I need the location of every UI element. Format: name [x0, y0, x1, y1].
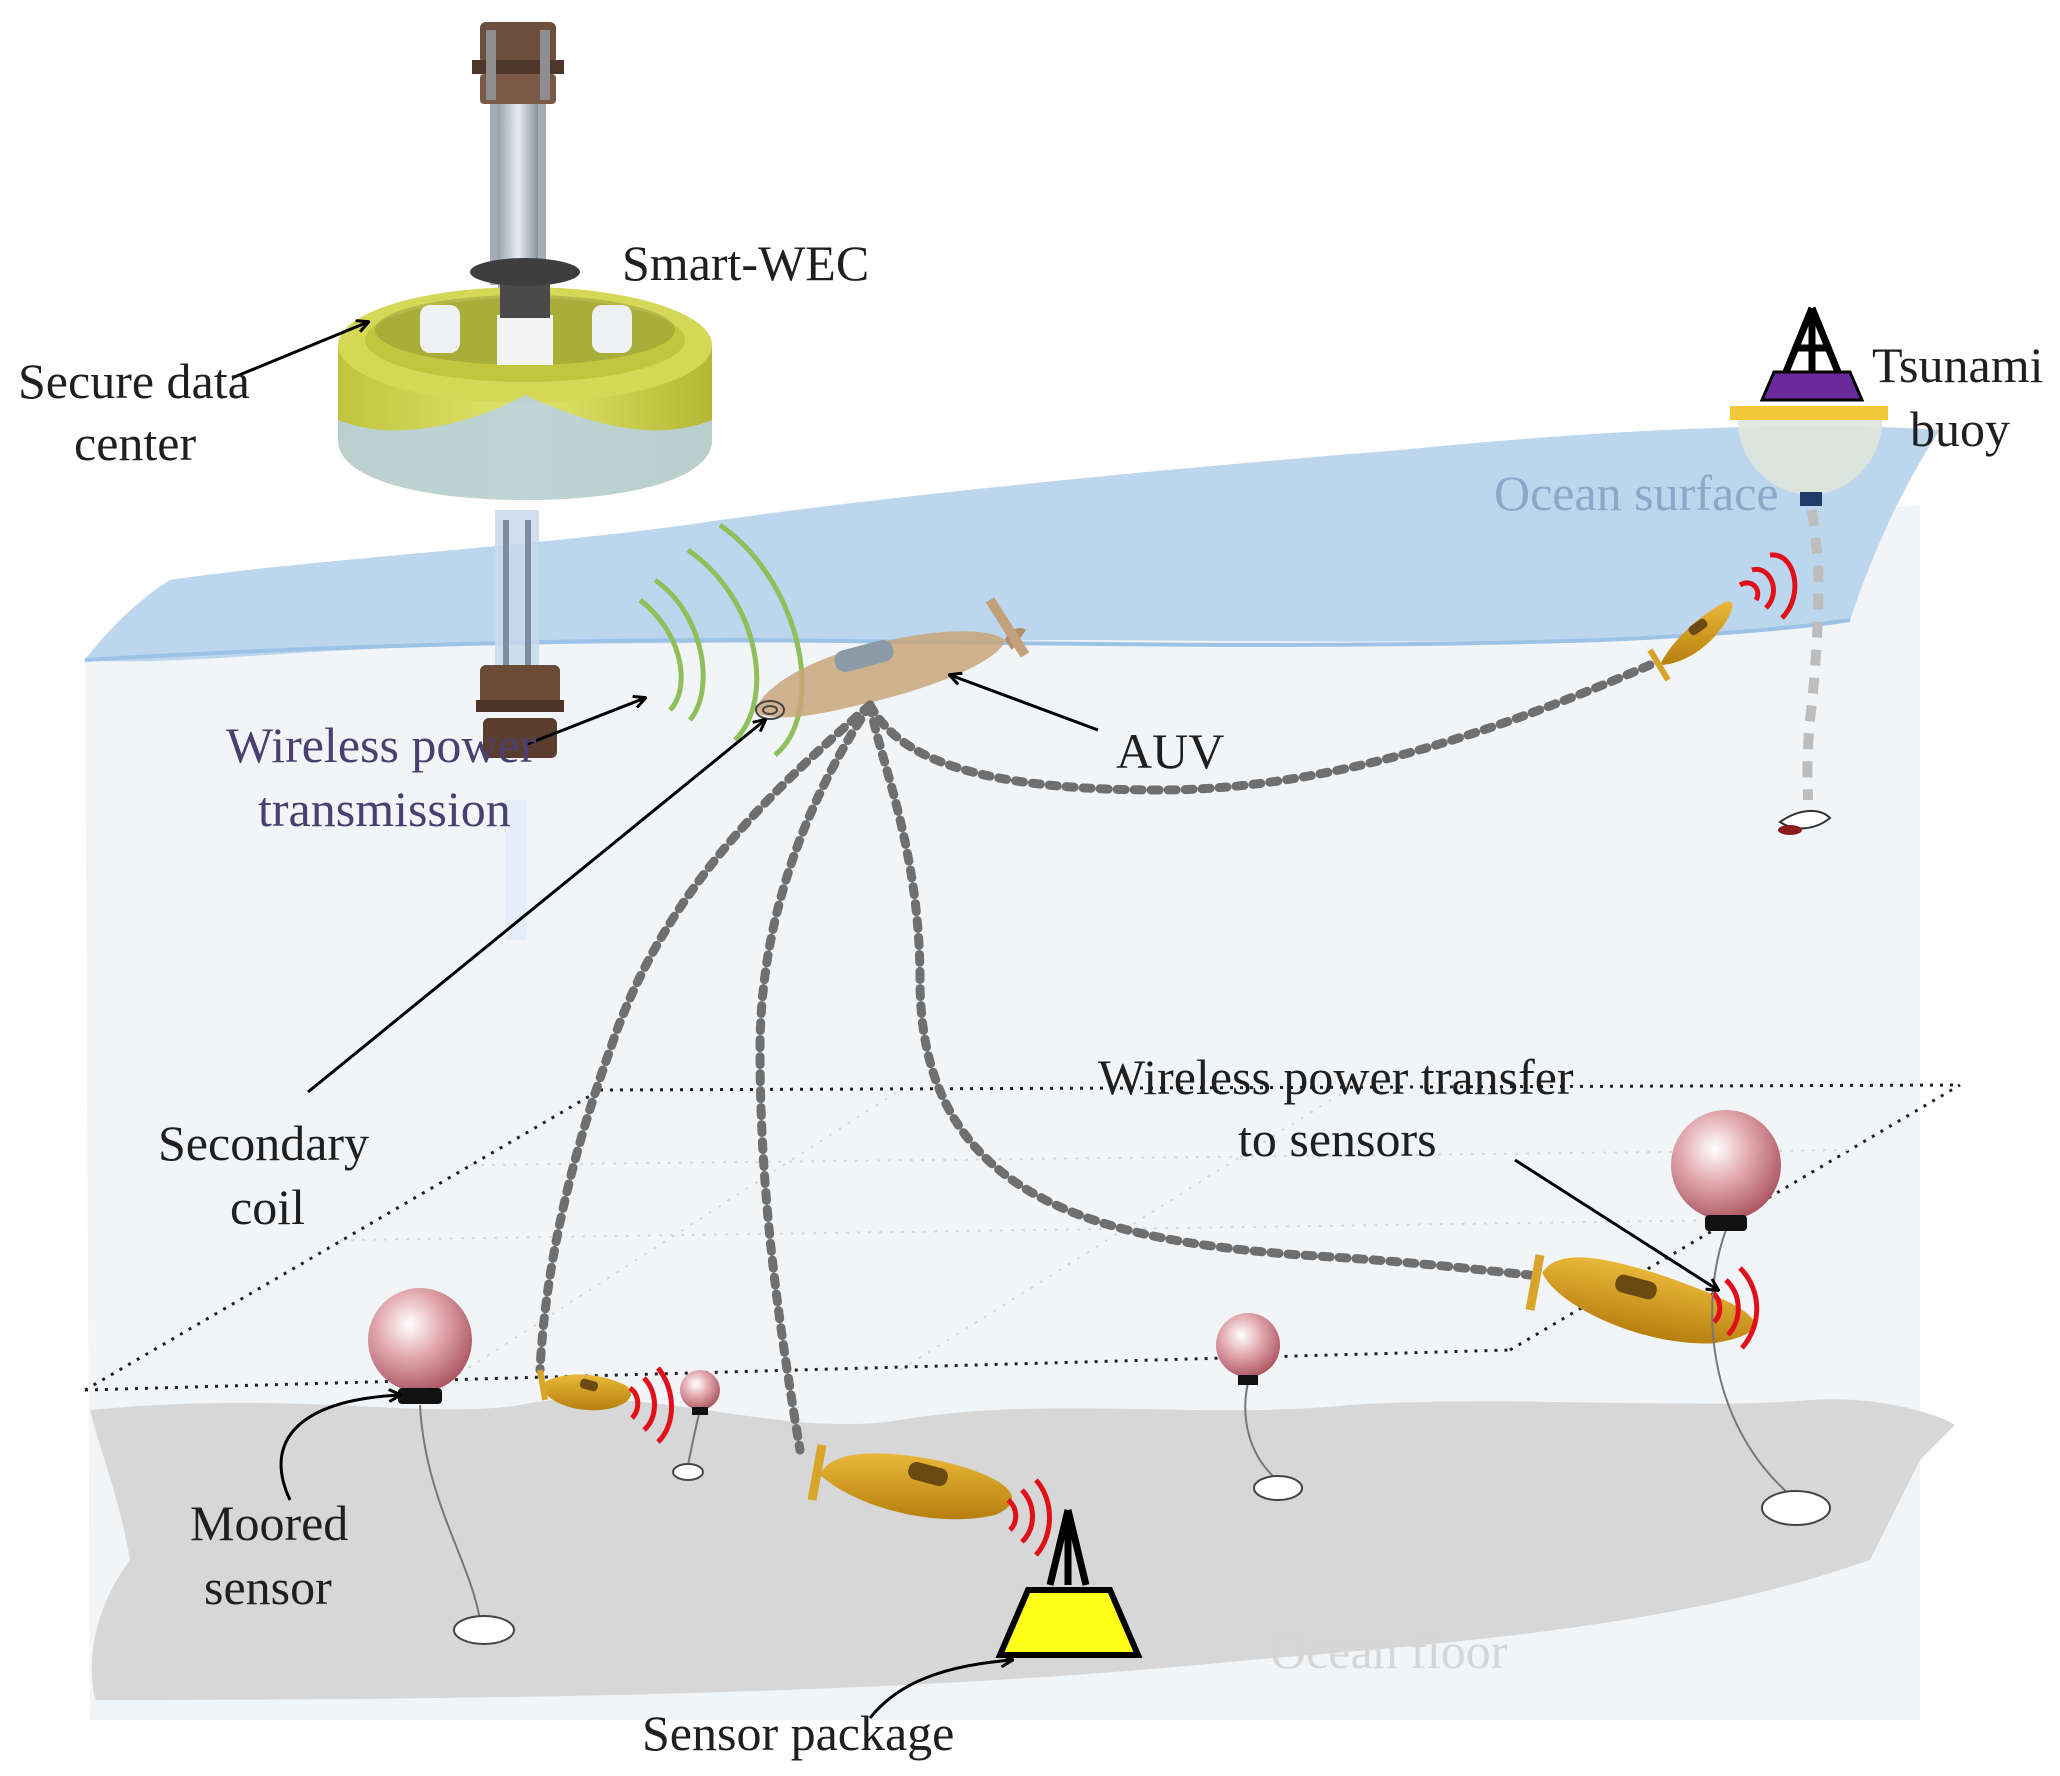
tsunami-auv	[1647, 601, 1733, 682]
tsunami-signal	[1738, 552, 1798, 620]
arrow-secondary-coil	[307, 720, 765, 1094]
label-wireless-transfer-2: to sensors	[1238, 1111, 1437, 1167]
label-wireless-power-1: Wireless power	[226, 717, 537, 773]
label-moored-sensor-1: Moored	[190, 1495, 348, 1551]
label-tsunami-buoy-1: Tsunami	[1872, 337, 2043, 393]
floor-signal	[1006, 1478, 1052, 1557]
label-secondary-coil-2: coil	[230, 1179, 305, 1235]
moored-sensor-small	[672, 1370, 720, 1481]
label-ocean-floor: Ocean floor	[1270, 1623, 1508, 1679]
label-sensor-package: Sensor package	[642, 1705, 954, 1761]
ocean-surface-water	[85, 426, 1940, 662]
floor-auv	[807, 1444, 1013, 1520]
label-tsunami-buoy-2: buoy	[1910, 401, 2010, 457]
tsunami-buoy	[1730, 306, 1888, 835]
auv-path-to-tsunami-auv	[865, 660, 1655, 795]
label-wireless-power-2: transmission	[258, 781, 511, 837]
label-smart-wec: Smart-WEC	[622, 235, 869, 291]
left-auv	[537, 1369, 631, 1411]
left-signal	[628, 1366, 674, 1444]
arrow-wireless-to-sensors	[1514, 1158, 1718, 1290]
smart-wec-buoy	[338, 22, 712, 940]
label-wireless-transfer-1: Wireless power transfer	[1098, 1049, 1574, 1105]
arrow-sensor-package	[868, 1660, 1012, 1719]
label-secure-data-center-1: Secure data	[18, 353, 250, 409]
arrow-secure-data-center	[231, 322, 368, 380]
auv-paths	[535, 660, 1655, 1455]
label-moored-sensor-2: sensor	[204, 1559, 332, 1615]
label-secure-data-center-2: center	[74, 415, 196, 471]
arrow-wireless-power	[524, 698, 645, 747]
label-auv: AUV	[1116, 723, 1224, 779]
auv-path-to-floor-auv	[755, 700, 875, 1455]
right-signal	[1710, 1266, 1760, 1350]
label-ocean-surface: Ocean surface	[1494, 465, 1779, 521]
annotation-arrows	[231, 322, 1718, 1719]
auv-path-to-left-auv	[535, 700, 875, 1375]
auv-path-to-right-auv	[865, 700, 1535, 1280]
sensor-package	[995, 1509, 1143, 1658]
arrow-auv	[950, 675, 1099, 732]
moored-sensor-middle	[1216, 1313, 1303, 1501]
moored-sensor-left	[368, 1288, 515, 1645]
arrow-moored-sensor	[279, 1395, 400, 1501]
label-secondary-coil-1: Secondary	[158, 1115, 369, 1171]
main-auv	[755, 597, 1030, 720]
wireless-power-signal	[638, 522, 805, 757]
ocean-floor-area	[90, 1398, 1955, 1700]
moored-sensor-right	[1671, 1110, 1831, 1526]
right-auv	[1525, 1254, 1755, 1344]
